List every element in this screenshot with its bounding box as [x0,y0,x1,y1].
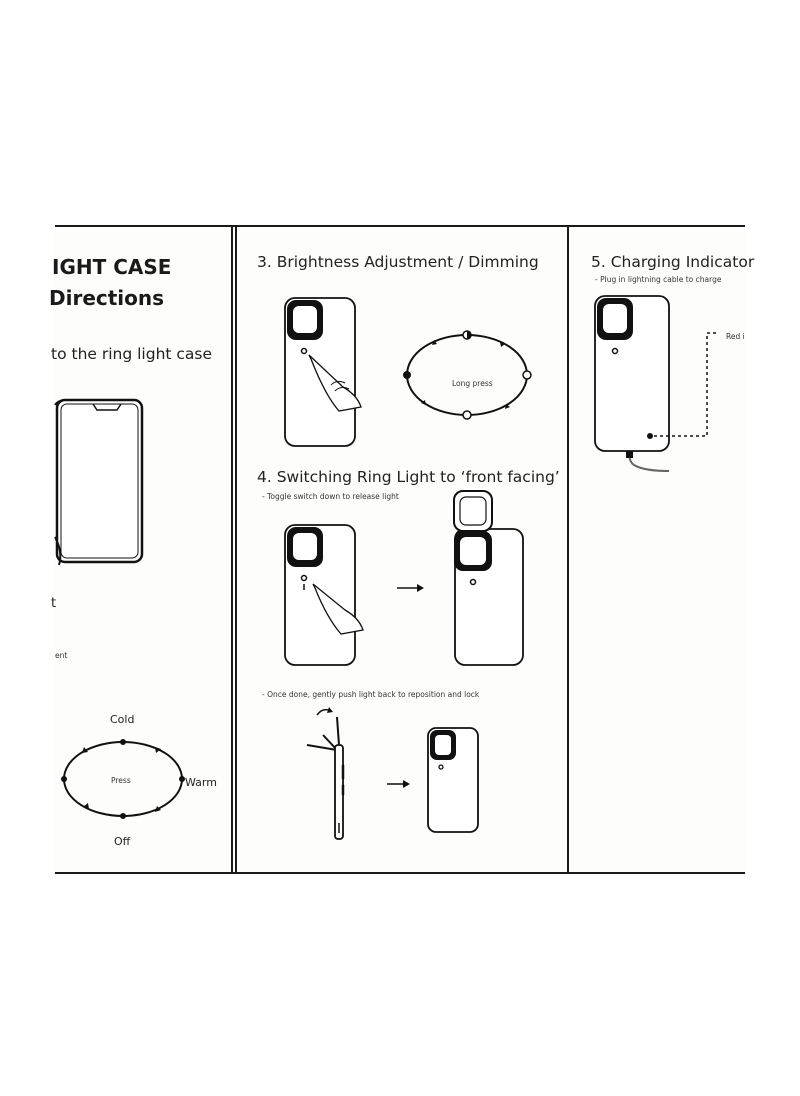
phone-case-icon [594,295,718,472]
panel-charging: 5. Charging Indicator - Plug in lightnin… [567,227,754,872]
dial-label-cold: Cold [110,713,135,726]
note-plug: - Plug in lightning cable to charge [595,275,722,284]
heading-charging: 5. Charging Indicator [591,253,755,271]
heading-brightness: 3. Brightness Adjustment / Dimming [257,253,539,271]
phone-case-icon [284,524,364,666]
red-indicator-label: Red i [726,332,745,341]
phone-case-icon [54,398,144,566]
phone-side-icon [306,707,345,840]
panel-divider [231,227,233,872]
arrow-right-icon [397,584,424,592]
phone-case-icon [427,727,479,833]
dial-label-long-press: Long press [452,379,493,388]
panel-directions: IGHT CASE Directions to the ring light c… [49,227,230,872]
brightness-dial-icon [403,330,532,420]
phone-case-icon [284,297,362,447]
ring-light-icon [453,490,524,666]
panel-subtitle: Directions [49,286,165,310]
instruction-sheet: IGHT CASE Directions to the ring light c… [49,225,754,874]
fragment-ent: ent [55,651,68,660]
panel-title: IGHT CASE [52,255,172,279]
instruction-text: to the ring light case [51,345,213,363]
note-reposition: - Once done, gently push light back to r… [262,690,480,699]
note-toggle: - Toggle switch down to release light [262,492,399,501]
panel-brightness: 3. Brightness Adjustment / Dimming Long … [235,227,567,872]
dial-label-warm: Warm [185,776,217,789]
fragment-t: t [51,596,57,611]
color-dial-icon [61,739,185,819]
arrow-right-icon [387,780,410,788]
dial-label-press: Press [111,776,131,785]
heading-switching: 4. Switching Ring Light to ‘front facing… [257,468,560,486]
dial-label-off: Off [114,835,131,848]
